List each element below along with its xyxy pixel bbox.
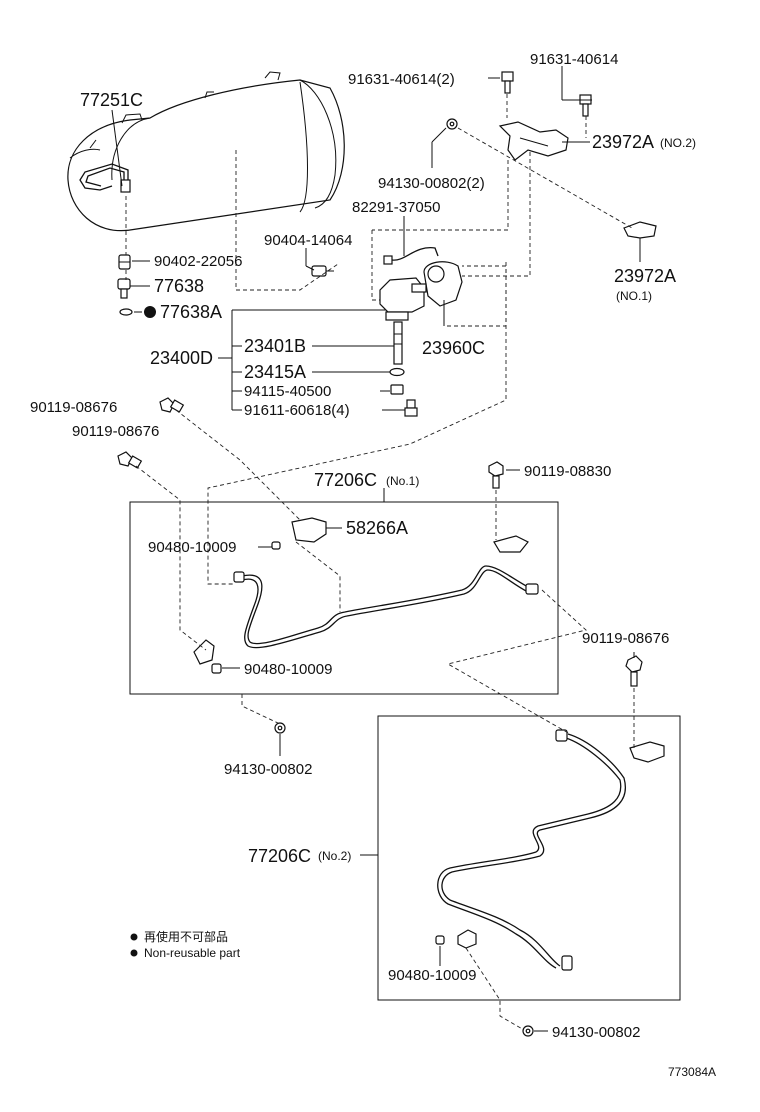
label-90119-08676-a: 90119-08676 [30,399,117,416]
label-91631-40614-2: 91631-40614(2) [348,71,455,88]
label-94130-00802-2: 94130-00802(2) [378,175,485,192]
label-58266A: 58266A [346,518,408,538]
gasket-77638A [119,308,133,316]
label-91611-60618-4: 91611-60618(4) [244,402,350,419]
label-90402-22056: 90402-22056 [154,253,242,270]
label-23415A: 23415A [244,362,306,382]
nut-94115-40500 [390,384,404,395]
label-94130-00802-b: 94130-00802 [224,761,312,778]
label-82291-37050: 82291-37050 [352,199,440,216]
legend-english: Non-reusable part [144,946,241,960]
label-23972A-no1-note: (NO.1) [616,289,652,303]
bracket-23972A-no1 [623,221,657,239]
washer-94130-00802-top [446,118,458,130]
label-94115-40500: 94115-40500 [244,383,331,400]
label-90404-14064: 90404-14064 [264,232,352,249]
label-23972A-no1: 23972A [614,266,676,286]
bolt-90119-08676-c [625,655,643,687]
connector-82291-37050 [383,247,439,265]
bolt-91631-40614 [579,94,592,117]
label-77251C: 77251C [80,90,143,110]
label-94130-00802-c: 94130-00802 [552,1024,640,1041]
label-23401B: 23401B [244,336,306,356]
label-23972A-no2: 23972A [592,132,654,152]
label-90119-08676-c: 90119-08676 [582,630,669,647]
stud-23401B [393,321,403,365]
part-77638 [117,278,131,299]
fitting-90404-14064 [311,265,334,277]
gasket-23415A [389,367,405,377]
label-23400D: 23400D [150,348,213,368]
bolt-91611-60618 [404,399,418,417]
pipe-77206C-no1-box [129,501,559,695]
pipe-77206C-no2-box [377,715,681,1001]
label-77206C-no1: 77206C [314,470,377,490]
union-90402-22056 [118,254,131,270]
fuel-tank-illustration [67,71,345,232]
label-77206C-no2-note: (No.2) [318,849,351,863]
legend-japanese: 再使用不可部品 [144,929,228,944]
label-77206C-no2: 77206C [248,846,311,866]
label-90480-10009-c: 90480-10009 [388,967,476,984]
label-77638A: 77638A [160,302,222,322]
bolt-90119-08676-a [159,397,185,413]
non-reusable-mark [144,306,156,318]
label-91631-40614: 91631-40614 [530,51,618,68]
assembly-dashed-lines [125,94,635,1031]
label-90119-08830: 90119-08830 [524,463,611,480]
label-77206C-no1-note: (No.1) [386,474,419,488]
washer-94130-00802-mid [274,722,286,734]
vsv-23960C [411,261,463,307]
legend: 再使用不可部品 Non-reusable part [130,929,241,960]
label-90480-10009-b: 90480-10009 [244,661,332,678]
label-23972A-no2-note: (NO.2) [660,136,696,150]
bolt-90119-08676-b [117,451,143,469]
tank-pipe-77251C [79,163,131,193]
part-number-labels: 77251C 91631-40614(2) 91631-40614 23972A… [30,51,696,1041]
label-90119-08676-b: 90119-08676 [72,423,159,440]
bolt-90119-08830 [488,461,504,489]
legend-bullet-en [130,949,138,957]
legend-bullet-jp [130,933,138,941]
washer-94130-00802-bottom [522,1025,534,1037]
label-23960C: 23960C [422,338,485,358]
bolt-91631-40614-2 [501,71,514,94]
leader-lines [111,66,641,1032]
label-77638: 77638 [154,276,204,296]
illustration-id: 773084A [668,1065,716,1079]
bracket-23972A-no2 [498,121,569,161]
label-90480-10009-a: 90480-10009 [148,539,236,556]
